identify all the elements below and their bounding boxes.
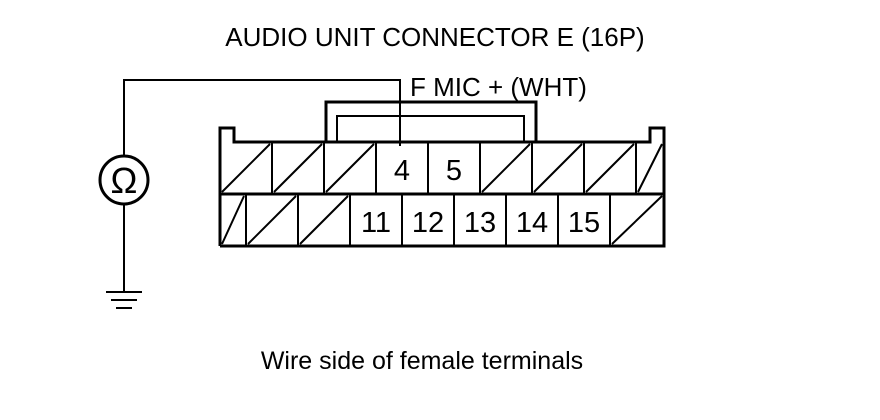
- empty-cavity: [273, 143, 323, 193]
- pin-11: 11: [361, 207, 391, 239]
- pin-4: 4: [394, 155, 410, 187]
- pin-15: 15: [568, 207, 600, 239]
- pin-12: 12: [412, 207, 444, 239]
- pin-13: 13: [464, 207, 496, 239]
- diagram-caption: Wire side of female terminals: [261, 347, 583, 375]
- diagram-title: AUDIO UNIT CONNECTOR E (16P): [225, 22, 644, 52]
- pin-14: 14: [516, 207, 548, 239]
- connector-bottom-row: 11 12 13 14 15: [221, 194, 663, 246]
- connector-lock-tab: [324, 100, 538, 142]
- empty-cavity: [247, 195, 297, 245]
- ohm-icon: Ω: [111, 160, 138, 201]
- empty-cavity: [585, 143, 635, 193]
- empty-cavity: [221, 143, 271, 193]
- empty-cavity: [481, 143, 531, 193]
- empty-cavity: [611, 195, 663, 245]
- ohmmeter: Ω: [98, 154, 150, 206]
- wire-label: F MIC + (WHT): [410, 72, 587, 102]
- empty-cavity: [533, 143, 583, 193]
- empty-cavity: [325, 143, 375, 193]
- probe-wire: [123, 79, 401, 157]
- empty-cavity: [299, 195, 349, 245]
- connector-housing: [218, 126, 666, 248]
- connector-lock-tab-inner: [336, 115, 525, 142]
- empty-cavity: [221, 195, 245, 245]
- empty-cavity: [637, 143, 663, 193]
- ground-icon: [106, 291, 142, 309]
- pin-5: 5: [446, 155, 462, 187]
